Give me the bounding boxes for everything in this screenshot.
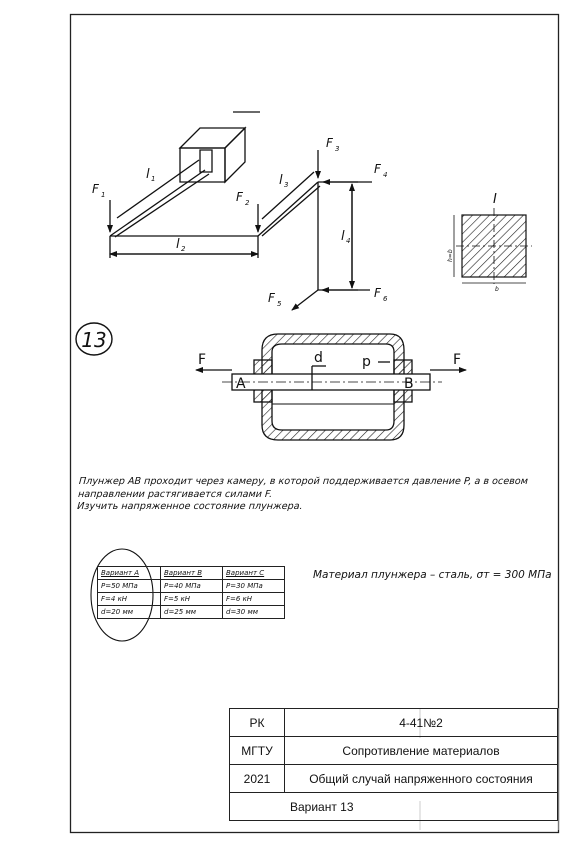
plunger-p: p [362, 354, 371, 370]
plunger-F-right: F [453, 352, 461, 368]
section-b-label: b [495, 286, 499, 293]
label-l1-sub: 1 [151, 175, 155, 183]
plunger-F-left: F [198, 352, 206, 368]
plunger-d: d [314, 350, 323, 366]
title-block: РК 4-41№2 МГТУ Сопротивление материалов … [229, 708, 558, 821]
label-l2-sub: 2 [181, 245, 186, 253]
stamp-code: 4-41№2 [284, 708, 558, 737]
plunger-A: A [236, 376, 246, 392]
variant-c-header: Вариант С [222, 566, 285, 580]
table-cell: P=30 МПа [222, 579, 285, 593]
title-block-row: Вариант 13 [229, 792, 558, 821]
page-frame [69, 13, 560, 834]
title-block-row: МГТУ Сопротивление материалов [229, 736, 558, 765]
problem-line-2: направлении растягивается силами F. [77, 488, 273, 500]
table-cell: F=5 кН [160, 592, 223, 606]
label-F5: F [268, 291, 276, 305]
table-cell: F=6 кН [222, 592, 285, 606]
stamp-subject: Сопротивление материалов [284, 736, 558, 765]
table-cell: F=4 кН [97, 592, 161, 606]
label-F4: F [374, 162, 382, 176]
table-cell: P=50 МПа [97, 579, 161, 593]
table-cell: P=40 МПа [160, 579, 223, 593]
label-l3: l [279, 173, 283, 188]
problem-number-text: 13 [81, 328, 106, 352]
problem-line-3: Изучить напряженное состояние плунжера. [76, 501, 303, 512]
variant-b-header: Вариант В [160, 566, 223, 580]
title-block-row: РК 4-41№2 [229, 708, 558, 737]
problem-line-1: Плунжер АВ проходит через камеру, в кото… [78, 476, 529, 487]
spatial-frame-figure [107, 111, 372, 311]
frame-labels: F 1 F 2 F 3 F 4 F 5 F 6 l 1 l 2 l 3 l 4 [92, 136, 388, 308]
table-cell: d=25 мм [160, 605, 223, 619]
label-F4-sub: 4 [383, 171, 387, 179]
variants-table: Вариант А Вариант В Вариант С P=50 МПа P… [97, 566, 285, 619]
label-F2-sub: 2 [245, 199, 250, 207]
problem-statement: Плунжер АВ проходит через камеру, в кото… [77, 476, 550, 514]
table-row: P=50 МПа P=40 МПа P=30 МПа [97, 579, 285, 593]
table-row: F=4 кН F=5 кН F=6 кН [97, 592, 285, 606]
title-block-row: 2021 Общий случай напряженного состояния [229, 764, 558, 793]
label-F5-sub: 5 [277, 300, 282, 308]
table-cell: d=20 мм [97, 605, 161, 619]
stamp-year: 2021 [229, 764, 285, 793]
label-F2: F [236, 190, 244, 204]
label-F6: F [374, 286, 382, 300]
label-l3-sub: 3 [284, 181, 288, 189]
plunger-B: B [404, 376, 414, 392]
variants-header-row: Вариант А Вариант В Вариант С [97, 566, 285, 580]
material-note: Материал плунжера – сталь, σт = 300 МПа [313, 569, 552, 581]
label-F1: F [92, 182, 100, 196]
stamp-topic: Общий случай напряженного состояния [284, 764, 558, 793]
table-row: d=20 мм d=25 мм d=30 мм [97, 605, 285, 619]
stamp-rk: РК [229, 708, 285, 737]
label-l4: l [341, 229, 345, 244]
label-F3: F [326, 136, 334, 150]
label-F6-sub: 6 [383, 295, 388, 303]
section-h-label: h=b [447, 249, 454, 262]
variant-a-header: Вариант А [97, 566, 161, 580]
section-label: I [493, 192, 497, 207]
plunger-labels: F F A B d p [198, 350, 461, 392]
table-cell: d=30 мм [222, 605, 285, 619]
label-F3-sub: 3 [335, 145, 339, 153]
plunger-chamber-figure [195, 333, 467, 441]
problem-number: 13 [75, 322, 113, 356]
label-l2: l [176, 237, 180, 252]
cross-section-figure: I b h=b [447, 192, 532, 293]
stamp-variant: Вариант 13 [229, 792, 558, 821]
label-l4-sub: 4 [346, 237, 350, 245]
label-l1: l [146, 167, 150, 182]
label-F1-sub: 1 [101, 191, 105, 199]
stamp-institute: МГТУ [229, 736, 285, 765]
